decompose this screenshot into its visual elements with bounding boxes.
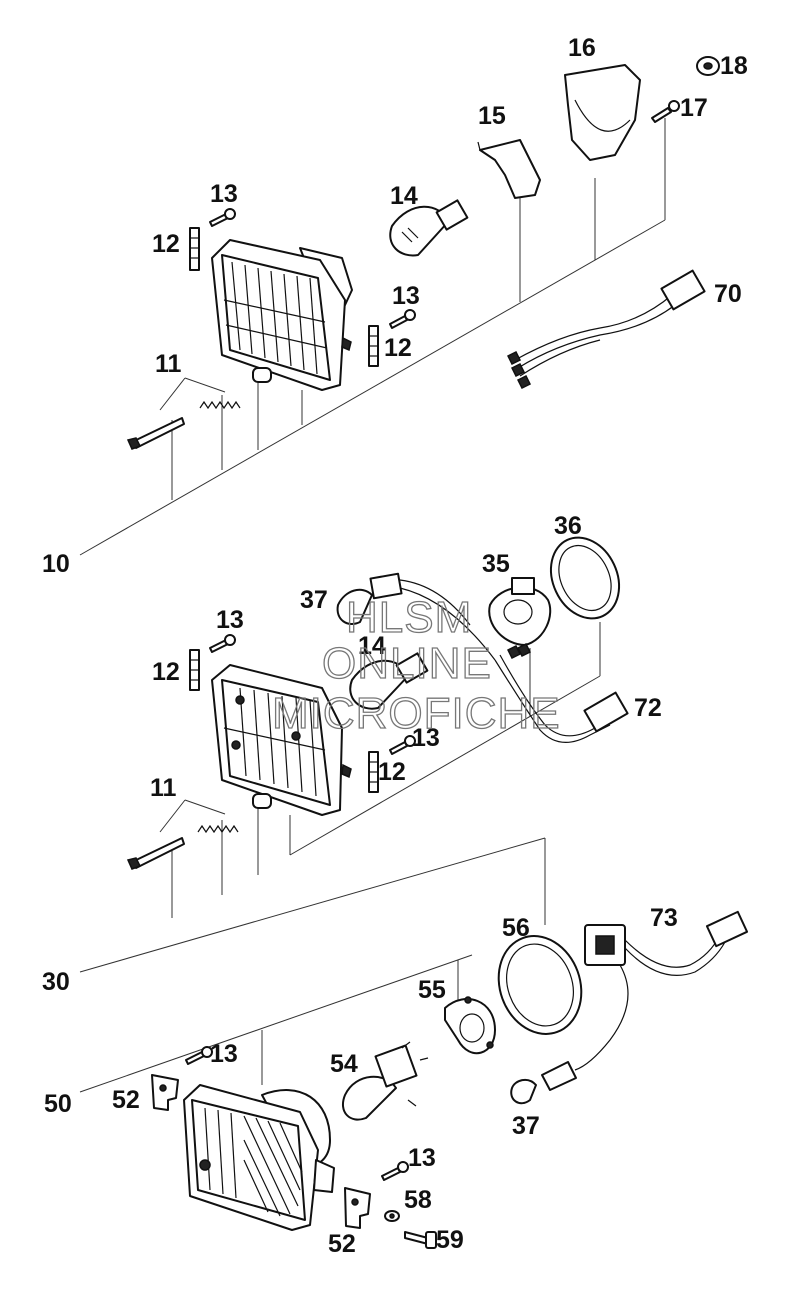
rim-56 [497,935,583,1035]
label-54: 54 [330,1050,358,1078]
assembly-10: 10 11 12 13 12 13 14 15 16 17 18 70 [42,34,748,578]
screw-17 [651,100,680,123]
watermark-line-3: MICROFICHE [272,689,561,738]
clip-12-a [189,227,200,271]
label-18: 18 [720,52,748,80]
screw-13-d [389,735,416,755]
screw-11-long [126,417,185,450]
label-12-c: 12 [152,658,180,686]
label-35: 35 [482,550,510,578]
label-14-b: 14 [358,632,386,660]
headlight-housing-10 [211,239,353,391]
wire-harness-70 [506,269,706,390]
bulb-37-a [336,572,496,661]
headlight-housing-50 [183,1084,335,1231]
label-14-a: 14 [390,182,418,210]
cover-16 [564,64,641,161]
screw-13-e [185,1046,213,1065]
rim-36 [549,536,621,620]
bulb-14-b [349,652,429,710]
bracket-15 [477,139,541,199]
screw-13-a [209,208,236,227]
label-73: 73 [650,904,678,932]
label-11-a: 11 [155,350,182,378]
label-12-d: 12 [378,758,406,786]
watermark: HLSM ONLINE MICROFICHE [271,592,561,738]
nut-11-b [252,793,272,809]
screw-11-long-b [126,837,185,870]
label-52-a: 52 [112,1086,140,1114]
bulb-54 [342,1041,429,1121]
label-55: 55 [418,976,446,1004]
clip-12-d [368,751,379,793]
screw-13-f [381,1161,409,1181]
label-72: 72 [634,694,662,722]
label-10: 10 [42,550,70,578]
screw-13-c [209,634,236,653]
label-59: 59 [436,1226,464,1254]
label-16: 16 [568,34,596,62]
grommet-18 [696,56,720,76]
label-13-e: 13 [210,1040,238,1068]
clip-12-b [368,325,379,367]
watermark-line-2: ONLINE [322,639,492,688]
label-13-b: 13 [392,282,420,310]
label-52-b: 52 [328,1230,356,1258]
label-13-f: 13 [408,1144,436,1172]
label-30: 30 [42,968,70,996]
label-17: 17 [680,94,708,122]
holder-35 [488,577,552,646]
spring-11-b [197,824,239,834]
label-36: 36 [554,512,582,540]
label-56: 56 [502,914,530,942]
bracket-52-b [344,1187,371,1229]
wire-harness-73 [574,910,749,1071]
label-37-b: 37 [512,1112,540,1140]
label-70: 70 [714,280,742,308]
label-50: 50 [44,1090,72,1118]
spring-11 [199,400,241,410]
holder-55 [444,996,496,1055]
headlight-housing-30 [211,664,352,816]
watermark-line-1: HLSM [346,593,472,642]
label-12-a: 12 [152,230,180,258]
wire-harness-72 [494,642,629,743]
label-37-a: 37 [300,586,328,614]
assembly-50: 50 52 13 52 13 54 55 56 37 58 59 73 [44,904,749,1258]
assembly-30: 30 11 12 13 12 13 14 35 36 37 72 [42,512,662,996]
label-15: 15 [478,102,506,130]
label-58: 58 [404,1186,432,1214]
label-12-b: 12 [384,334,412,362]
screw-13-b [389,309,416,329]
bulb-14-a [389,199,469,257]
bracket-52-a [151,1074,179,1111]
clip-12-c [189,649,200,691]
nut-11 [252,367,272,383]
label-13-a: 13 [210,180,238,208]
bolt-59 [404,1231,437,1249]
washer-58 [384,1210,400,1222]
label-13-c: 13 [216,606,244,634]
bulb-37-b [510,1061,577,1105]
label-11-b: 11 [150,774,177,802]
label-13-d: 13 [412,724,440,752]
